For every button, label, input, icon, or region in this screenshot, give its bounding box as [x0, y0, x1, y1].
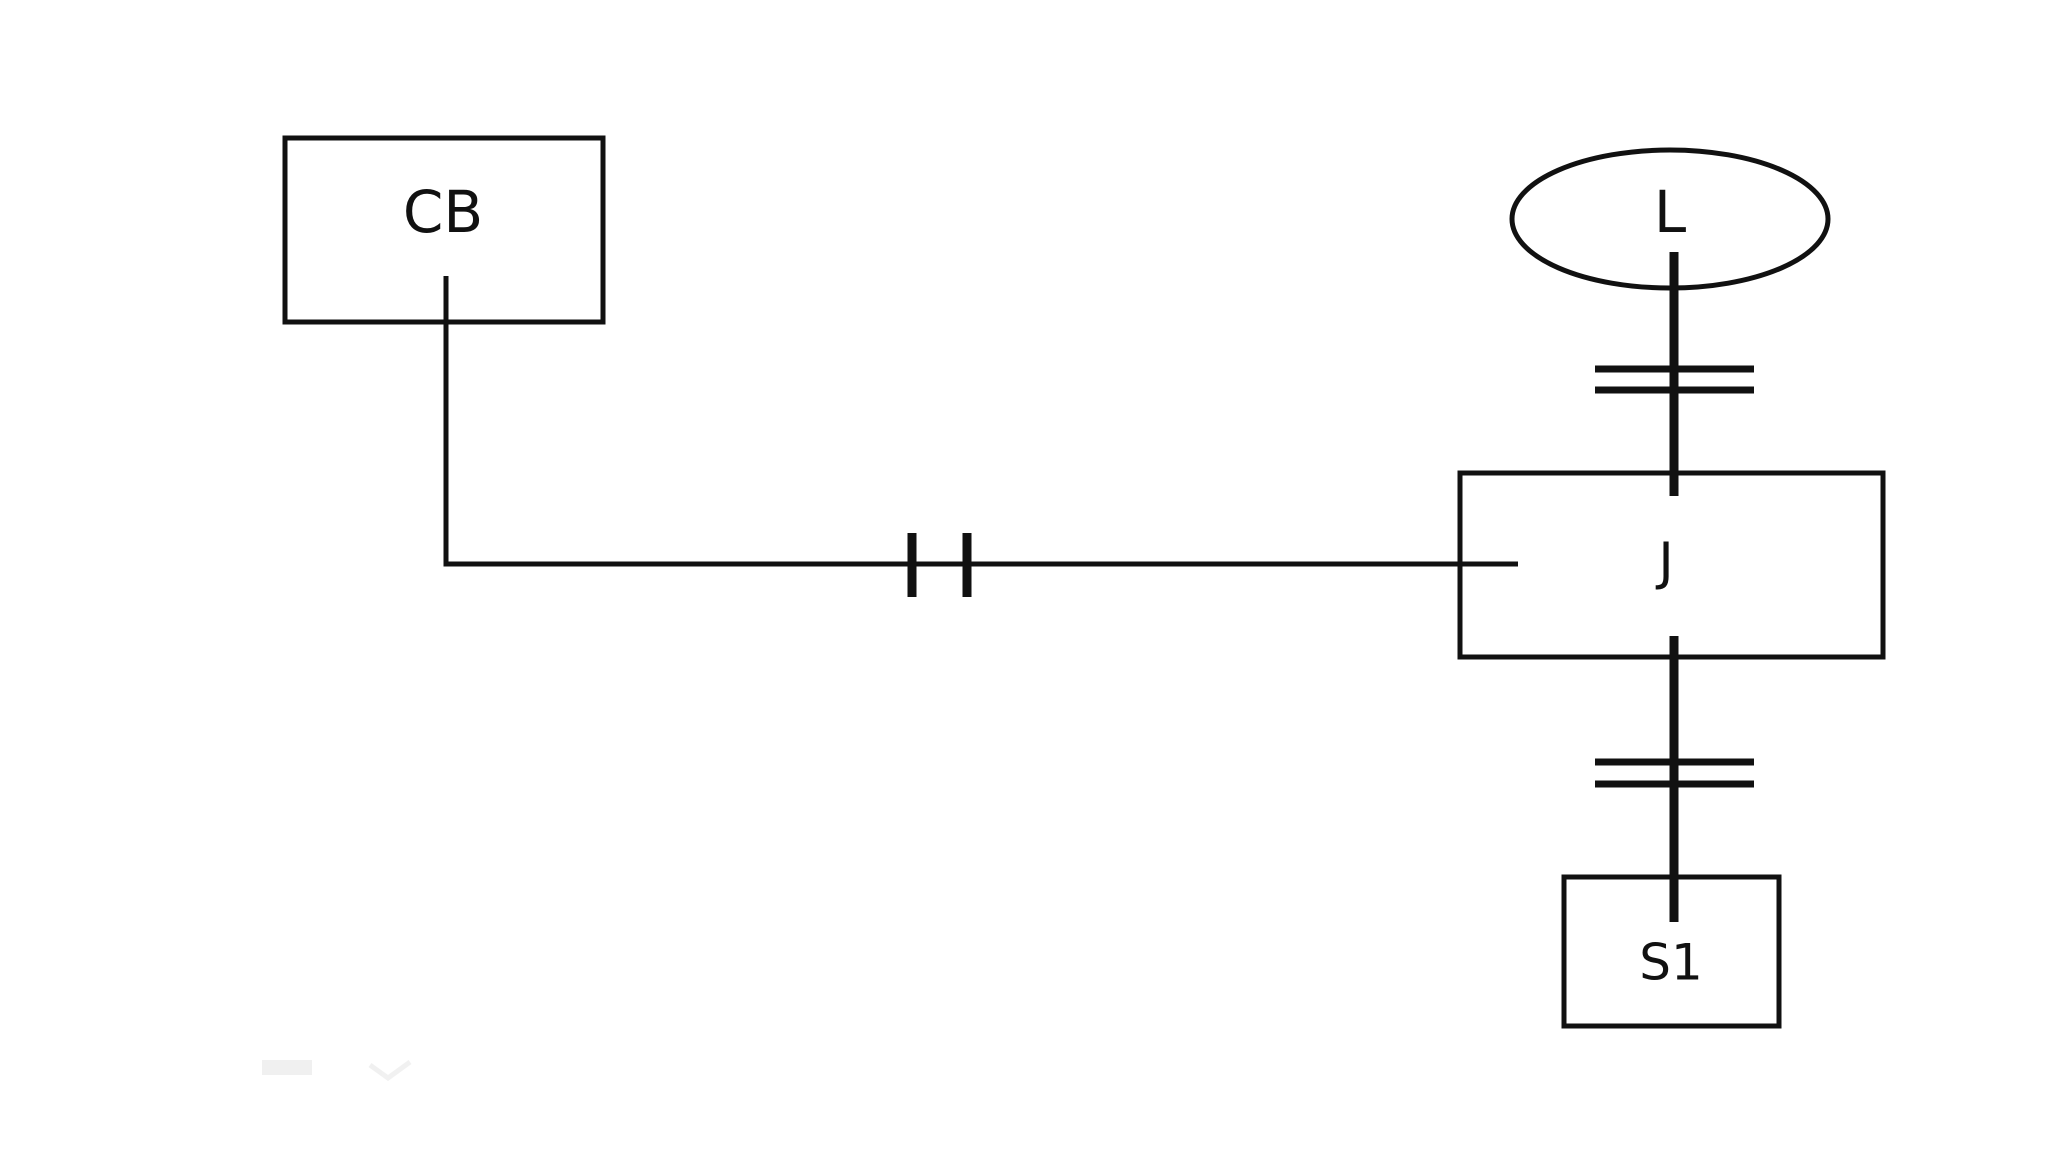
faint-artifact [262, 1059, 412, 1082]
connection-j-s1 [1595, 636, 1754, 922]
connection-l-j [1595, 252, 1754, 496]
connection-cb-j [443, 276, 1518, 597]
faint-artifact-check [368, 1059, 412, 1082]
node-j-label: J [1655, 532, 1673, 592]
node-s1: S1 [1561, 874, 1782, 1029]
faint-artifact-block [262, 1060, 312, 1075]
connection-cb-j-line [443, 276, 1518, 567]
node-s1-label: S1 [1639, 934, 1703, 992]
node-cb-label: CB [403, 178, 483, 246]
node-j: J [1457, 470, 1886, 660]
node-l-label: L [1654, 178, 1686, 246]
